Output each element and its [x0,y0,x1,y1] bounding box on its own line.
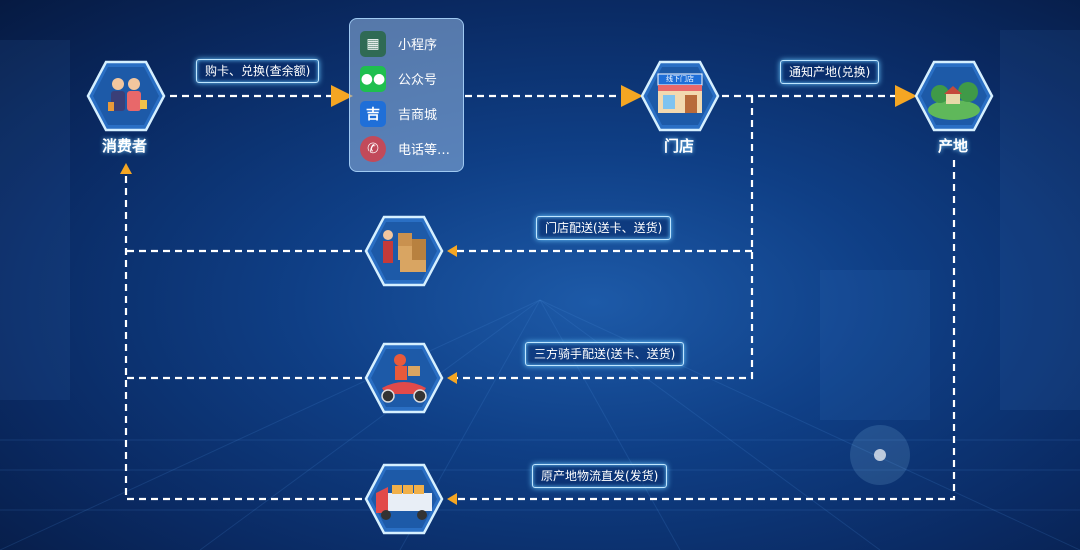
mini-program-qr-icon: ▦ [360,31,386,57]
store-delivery-node[interactable] [364,215,444,287]
store-sign: 线下门店 [660,75,700,84]
courier-boxes-icon [364,215,444,287]
edge-label-buy: 购卡、兑换(查余额) [196,59,319,83]
edge-label-rider-delivery: 三方骑手配送(送卡、送货) [525,342,684,366]
arrow-consumer-return [120,163,132,174]
farm-landscape-icon [914,60,994,132]
edge-label-notify: 通知产地(兑换) [780,60,879,84]
arrow-origin-shipping [447,493,457,505]
channel-label: 公众号 [398,69,437,88]
delivery-truck-icon [364,463,444,535]
arrow-store-delivery [447,245,457,257]
channel-label: 吉商城 [398,104,437,123]
origin-label: 产地 [938,135,968,156]
edge-consumer-return [126,172,362,499]
edge-label-origin-shipping: 原产地物流直发(发货) [532,464,667,488]
edge-label-store-delivery: 门店配送(送卡、送货) [536,216,671,240]
scooter-rider-icon [364,342,444,414]
ji-mall-icon: 吉 [360,101,386,127]
rider-delivery-node[interactable] [364,342,444,414]
channel-label: 电话等… [398,139,450,158]
origin-node[interactable] [914,60,994,132]
edge-origin-branch [455,160,954,499]
store-label: 门店 [664,135,694,156]
arrow-rider-delivery [447,372,457,384]
consumer-icon [86,60,166,132]
wechat-icon: ●● [360,66,386,92]
channel-label: 小程序 [398,34,437,53]
consumer-label: 消费者 [102,135,147,156]
channel-panel: ▦ 小程序 ●● 公众号 吉 吉商城 ✆ 电话等… [349,18,464,172]
consumer-node[interactable] [86,60,166,132]
origin-shipping-node[interactable] [364,463,444,535]
phone-icon: ✆ [360,136,386,162]
store-icon [640,60,720,132]
store-node[interactable]: 线下门店 [640,60,720,132]
